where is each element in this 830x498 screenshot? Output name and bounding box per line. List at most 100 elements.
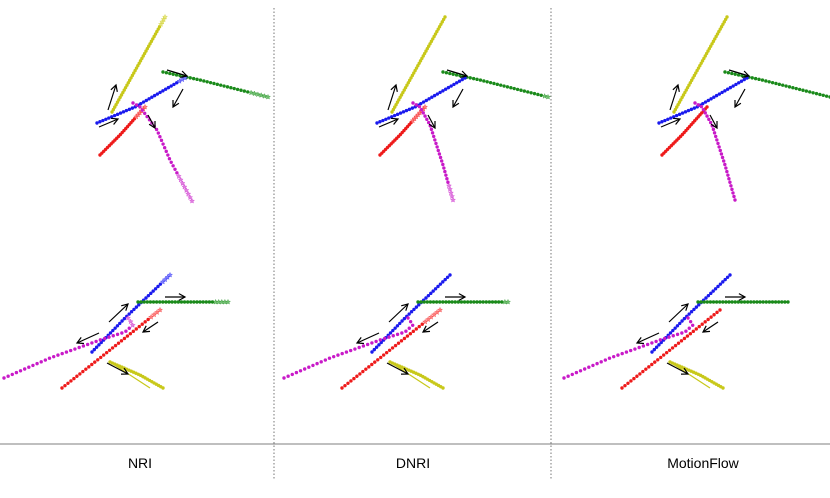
trajectory-point: [714, 300, 719, 304]
trajectory-point: [315, 361, 319, 366]
prediction-point: [541, 93, 548, 99]
arrow-icon: [178, 293, 187, 301]
trajectory-point: [127, 312, 131, 316]
trajectory-point: [430, 95, 434, 99]
trajectory-point: [472, 300, 476, 304]
trajectory-point: [412, 307, 416, 312]
trajectory-point: [119, 339, 124, 343]
top-scene: [375, 15, 551, 203]
trajectory-point: [728, 85, 733, 90]
trajectory-point: [692, 307, 696, 312]
trajectory-point: [764, 300, 768, 304]
arrow-icon: [452, 88, 464, 108]
prediction-point: [142, 104, 148, 110]
trajectory-point: [121, 110, 126, 114]
trajectory-point: [443, 169, 447, 174]
trajectory-point: [468, 76, 472, 80]
panel-label-dnri: DNRI: [395, 455, 431, 471]
bottom-scene: [282, 273, 511, 390]
trajectory-point: [142, 300, 146, 304]
trajectory-point: [635, 374, 639, 378]
trajectory-point: [361, 369, 365, 374]
trajectory-point: [733, 198, 737, 202]
trajectory-point: [414, 103, 418, 107]
trajectory-point: [323, 358, 328, 362]
trajectory-point: [702, 300, 706, 304]
trajectory-point: [215, 82, 220, 87]
trajectory-point: [140, 108, 145, 112]
arrow-icon: [386, 362, 409, 375]
trajectory-point: [452, 82, 456, 87]
arrow-icon: [672, 117, 682, 125]
trajectory-point: [110, 346, 115, 350]
trajectory-point: [688, 332, 693, 336]
trajectory-point: [156, 131, 161, 135]
trajectory-point: [727, 300, 731, 304]
trajectory-point: [87, 365, 91, 369]
trajectory-point: [641, 344, 646, 348]
trajectory-point: [721, 386, 725, 390]
trajectory-point: [425, 300, 430, 304]
trajectory-point: [98, 120, 102, 124]
trajectory-point: [678, 321, 682, 326]
trajectory-point: [361, 344, 366, 348]
prediction-point: [225, 299, 231, 305]
trajectory-point: [465, 300, 470, 304]
arrow-icon: [387, 84, 397, 111]
trajectory-point: [595, 361, 599, 366]
trajectory-point: [487, 300, 492, 304]
trajectory-point: [705, 105, 709, 109]
trajectory-point: [208, 80, 213, 85]
trajectory-point: [108, 331, 113, 335]
trajectory-point: [801, 88, 805, 92]
arrow-icon: [166, 69, 188, 77]
trajectory-point: [242, 89, 247, 93]
trajectory-point: [311, 363, 315, 368]
trajectory-point: [717, 145, 721, 149]
arrow-icon: [734, 100, 742, 109]
trajectory-point: [407, 312, 411, 316]
arrow-icon: [121, 303, 129, 311]
trajectory-point: [628, 348, 633, 353]
trajectory-point: [95, 121, 99, 125]
trajectory-point: [10, 372, 14, 377]
trajectory-point: [377, 343, 381, 347]
bottom-scene: [562, 273, 790, 390]
arrow-icon: [110, 83, 118, 93]
trajectory-point: [667, 335, 671, 339]
trajectory-point: [641, 369, 645, 374]
arrow-icon: [172, 100, 180, 109]
trajectory-point: [714, 134, 718, 139]
trajectory-point: [770, 300, 775, 304]
trajectory-point: [414, 305, 419, 309]
trajectory-point: [662, 336, 667, 341]
trajectory-point: [783, 300, 787, 304]
trajectory-point: [163, 87, 168, 91]
arrow-icon: [672, 83, 680, 93]
trajectory-point: [694, 327, 698, 331]
trajectory-point: [703, 320, 707, 324]
trajectory-point: [435, 92, 440, 96]
trajectory-point: [376, 358, 380, 362]
trajectory-point: [764, 79, 768, 83]
trajectory-point: [675, 324, 680, 328]
arrow-icon: [106, 362, 129, 375]
trajectory-point: [85, 342, 90, 347]
trajectory-point: [760, 78, 765, 82]
trajectory-point: [120, 331, 124, 335]
arrow-icon: [180, 70, 189, 78]
trajectory-point: [718, 148, 722, 153]
trajectory-point: [168, 71, 172, 76]
trajectory-point: [488, 80, 493, 85]
trajectory-point: [379, 340, 383, 345]
trajectory-point: [246, 90, 250, 94]
trajectory-point: [161, 142, 165, 146]
trajectory-point: [81, 344, 86, 348]
trajectory-point: [696, 300, 700, 304]
trajectory-point: [192, 300, 196, 304]
trajectory-point: [239, 88, 243, 92]
trajectory-point: [672, 115, 676, 119]
trajectory-point: [512, 86, 516, 91]
trajectory-point: [446, 180, 450, 184]
trajectory-point: [787, 85, 792, 89]
